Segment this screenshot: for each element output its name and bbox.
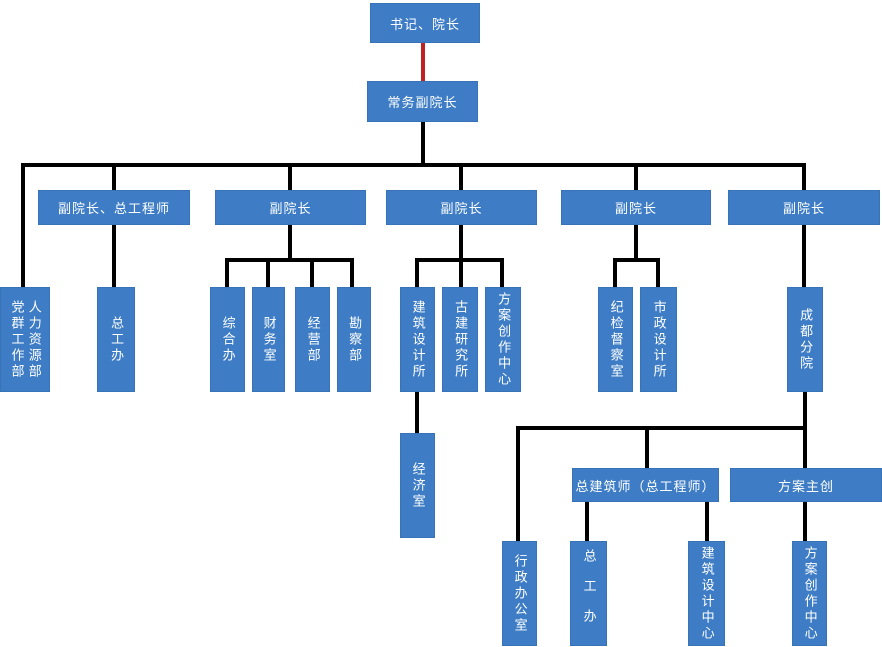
node-secretary-dean: 书记、院长 [370,3,480,43]
node-label: 副院长 [614,201,657,216]
connector-exec-riser [421,122,425,165]
node-label: 建筑设计中心 [699,545,715,642]
node-label: 行政办公室 [512,553,528,634]
node-xingzheng: 行政办公室 [502,541,537,646]
connector-drop-caiwu [266,262,270,287]
connector-drop-jianzhusheji [415,262,419,287]
node-label: 方案创作中心 [496,291,512,388]
connector-chengdu-riser [803,392,807,426]
node-zonggongban: 总工办 [97,287,135,392]
node-label: 成都分院 [798,307,814,372]
node-label: 经济室 [410,461,426,510]
connector-chengdu-horizontal [516,426,807,430]
node-vp3: 副院长 [386,190,537,225]
node-shizheng: 市政设计所 [640,287,677,392]
node-gujian: 古建研究所 [442,287,478,392]
connector-drop-chief [645,430,649,468]
node-label: 纪检督察室 [608,299,624,380]
connector-vp2-riser [288,224,292,258]
node-vp5: 副院长 [728,190,880,225]
node-kancha: 勘察部 [337,287,371,392]
node-label: 党群工作部 [9,299,25,380]
node-vp2: 副院长 [215,190,366,225]
connector-drop-kancha [350,262,354,287]
node-caiwu: 财务室 [252,287,285,392]
node-chengdu-branch: 成都分院 [787,287,823,392]
connector-drop-jingying [310,262,314,287]
connector-drop-zonghe [225,262,229,287]
connector-vp3-horizontal [415,258,504,262]
connector-drop-xingzheng [516,430,520,541]
connector-drop-vp1 [112,167,116,190]
node-zonghe: 综合办 [210,287,245,392]
node-label: 财务室 [261,315,277,364]
connector-drop-gujian [459,262,463,287]
node-label: 副院长 [782,201,825,216]
connector-vp5-chengdu [802,224,806,287]
node-label: 书记、院长 [389,16,460,32]
connector-drop-jijian [613,262,617,287]
node-label: 副院长 [269,201,312,216]
node-jianzhusheji: 建筑设计所 [400,287,435,392]
connector-chief-zonggongban [585,502,589,541]
node-chief-architect: 总建筑师（总工程师） [572,468,719,502]
node-label: 副院长、总工程师 [57,201,170,216]
connector-drop-party-hr [21,167,25,287]
node-jijian: 纪检督察室 [598,287,633,392]
node-cd-jianzhu-center: 建筑设计中心 [688,541,725,646]
node-jingji: 经济室 [400,433,435,538]
node-fangan-lead: 方案主创 [730,468,882,502]
node-label: 方案主创 [777,478,834,494]
node-label: 人力资源部 [26,299,42,380]
node-vp-chief-engineer: 副院长、总工程师 [38,190,190,225]
connector-vp1-zonggongban [112,224,116,287]
connector-vp4-horizontal [613,258,660,262]
connector-chief-jianzhu-center [705,502,709,541]
connector-drop-fangan-lead [803,430,807,468]
connector-drop-shizheng [656,262,660,287]
connector-drop-vp5 [802,167,806,190]
connector-main-horizontal [21,163,806,167]
node-label: 古建研究所 [453,299,469,380]
node-label: 市政设计所 [651,299,667,380]
connector-root-exec [421,43,425,81]
node-cd-fangan-center: 方案创作中心 [792,541,827,646]
node-label: 总建筑师（总工程师） [575,478,716,494]
node-cd-zonggongban: 总工办 [570,541,607,646]
node-label: 综合办 [220,315,236,364]
node-executive-vice-dean: 常务副院长 [367,81,478,122]
node-fangan-center: 方案创作中心 [485,287,521,392]
connector-vp4-riser [634,224,638,258]
connector-drop-vp2 [288,167,292,190]
connector-vp2-horizontal [225,258,354,262]
connector-lead-fangan-center [803,502,807,541]
node-party-hr: 党群工作部 人力资源部 [0,287,50,392]
connector-vp3-riser [459,224,463,258]
connector-jianzhusheji-jingji [415,392,419,433]
node-label: 总工办 [581,548,597,639]
node-jingying: 经营部 [295,287,330,392]
node-label: 总工办 [109,315,125,364]
node-label: 勘察部 [347,315,363,364]
connector-drop-vp4 [634,167,638,190]
connector-drop-vp3 [459,167,463,190]
node-label: 建筑设计所 [410,299,426,380]
connector-drop-fangan-center [500,262,504,287]
node-label: 副院长 [440,201,483,216]
node-label: 方案创作中心 [802,545,818,642]
node-label: 经营部 [305,315,321,364]
node-label: 常务副院长 [387,95,458,110]
node-vp4: 副院长 [561,190,711,225]
